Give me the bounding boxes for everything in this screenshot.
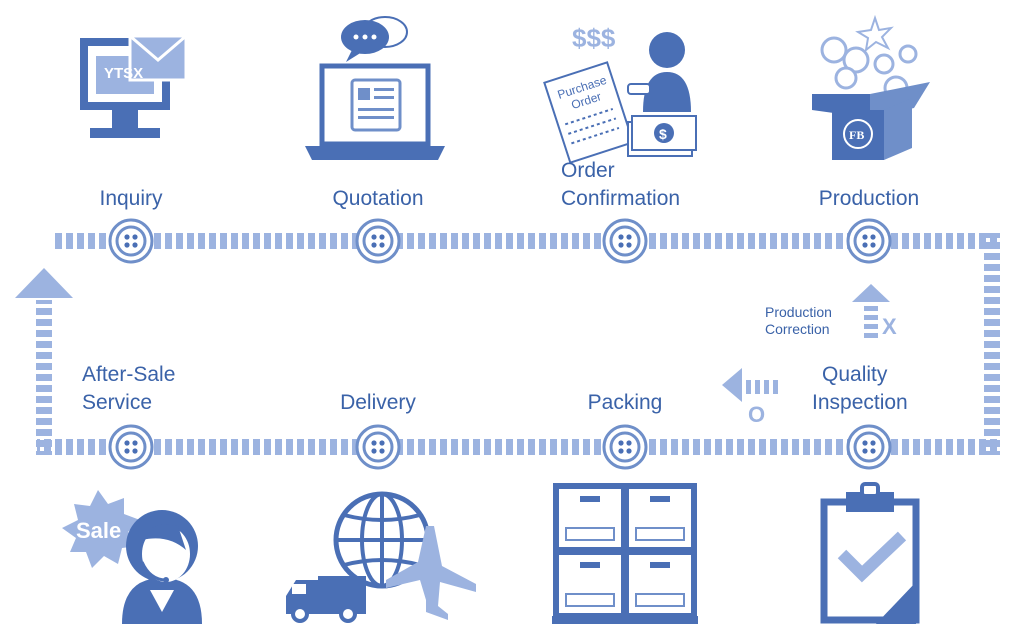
pass-mark: O [748, 402, 765, 427]
sale-text: Sale [76, 518, 121, 543]
label-line1: Quotation [332, 187, 424, 210]
label-line1: Production [765, 304, 832, 320]
up-arrow-head [15, 268, 73, 298]
node-delivery [355, 424, 401, 470]
node-inquiry [108, 218, 154, 264]
mail-brand-text: YTSX [104, 65, 143, 82]
box-logo-text: FB [849, 128, 864, 142]
production-correction-label: Production Correction [765, 304, 865, 338]
clipboard-check-icon [820, 482, 920, 624]
label-line1: Production [818, 187, 920, 210]
top-dashed-line [55, 233, 1000, 249]
label-line1: Inquiry [99, 187, 163, 210]
label-line2: Confirmation [561, 187, 681, 210]
laptop-chat-icon [305, 16, 445, 160]
button-box-icon: FB [812, 14, 930, 160]
support-agent-icon: Sale [62, 490, 202, 624]
globe-truck-plane-icon [286, 491, 476, 623]
label-line2: Inspection [812, 391, 908, 414]
fail-mark: X [882, 314, 897, 339]
pass-arrow-icon: O [722, 368, 778, 427]
node-quality-inspection [846, 424, 892, 470]
label-line2: Service [82, 391, 153, 414]
left-dashed-line [36, 300, 52, 455]
computer-mail-icon: YTSX [80, 34, 188, 138]
purchase-order-icon: $$$ Purchase Order $ [543, 23, 697, 164]
step-label-order-confirmation: Order Confirmation [549, 157, 709, 213]
dollar-text: $ [659, 126, 667, 142]
step-label-packing: Packing [555, 389, 695, 417]
label-line1: Delivery [340, 391, 416, 414]
label-line1: Order [561, 159, 615, 182]
bottom-dashed-line [37, 439, 1000, 455]
step-label-quality-inspection: Quality Inspection [812, 361, 952, 417]
money-text: $$$ [572, 23, 616, 53]
node-packing [602, 424, 648, 470]
label-line1: After-Sale [82, 363, 176, 386]
node-production [846, 218, 892, 264]
label-line2: Correction [765, 321, 830, 337]
node-after-sale [108, 424, 154, 470]
step-label-quotation: Quotation [308, 185, 448, 213]
correction-arrow-icon: X [852, 284, 897, 339]
node-order-confirmation [602, 218, 648, 264]
flow-nodes [108, 218, 892, 470]
step-label-inquiry: Inquiry [71, 185, 191, 213]
node-quotation [355, 218, 401, 264]
step-label-production: Production [799, 185, 939, 213]
step-label-delivery: Delivery [308, 389, 448, 417]
label-line1: Quality [822, 363, 888, 386]
label-line1: Packing [587, 391, 663, 414]
stacked-boxes-icon [552, 483, 698, 624]
right-dashed-line [984, 233, 1000, 455]
step-label-after-sale: After-Sale Service [72, 361, 212, 417]
flow-path [15, 233, 1000, 455]
